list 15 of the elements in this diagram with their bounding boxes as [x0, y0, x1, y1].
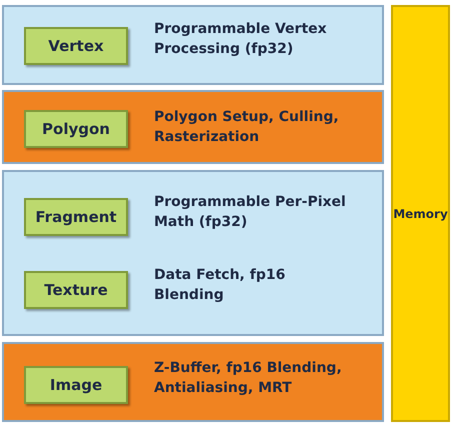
stage-box: Texture	[24, 271, 128, 309]
description-text: Polygon Setup, Culling, Rasterization	[154, 108, 340, 147]
description-text: Programmable Vertex Processing (fp32)	[154, 20, 328, 59]
memory-block: Memory	[391, 5, 450, 422]
stage-box: Fragment	[24, 198, 128, 236]
description-text: Data Fetch, fp16 Blending	[154, 266, 286, 305]
stage-box: Vertex	[24, 27, 128, 65]
stage-box: Image	[24, 366, 128, 404]
layer-band	[2, 90, 384, 164]
layer-band	[2, 5, 384, 85]
description-text: Programmable Per-Pixel Math (fp32)	[154, 193, 347, 232]
layer-band	[2, 170, 384, 336]
layer-band	[2, 342, 384, 422]
stage-box: Polygon	[24, 110, 128, 148]
description-text: Z-Buffer, fp16 Blending, Antialiasing, MRT	[154, 359, 343, 398]
